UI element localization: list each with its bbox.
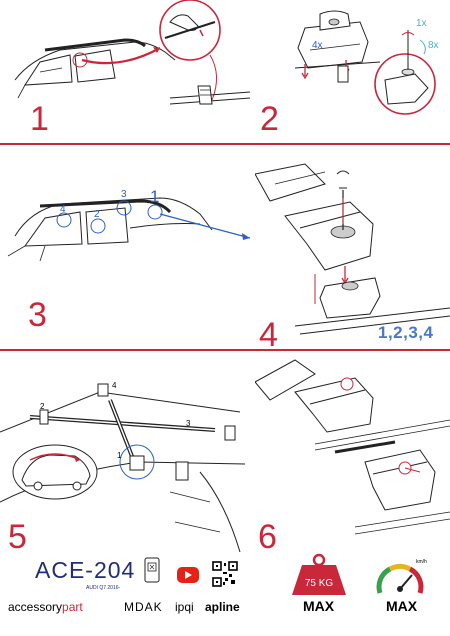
step-5-illustration: 2 4 3 1 xyxy=(0,381,246,553)
brand-accessorypart: accessorypart xyxy=(8,600,83,614)
point-2: 2 xyxy=(40,402,45,411)
step-number: 6 xyxy=(258,518,277,556)
point-1: 1 xyxy=(150,187,159,206)
speedometer-icon: km/h xyxy=(376,559,427,594)
brand-ipqi: ipqi xyxy=(175,600,194,614)
step-4-panel: 4 1,2,3,4 xyxy=(255,146,450,346)
max-speed-label: MAX xyxy=(386,598,418,614)
step-6-illustration xyxy=(255,359,450,535)
speed-unit: km/h xyxy=(416,559,427,565)
step-number: 5 xyxy=(8,518,27,556)
label-8x: 8x xyxy=(428,40,439,51)
weight-value: 75 KG xyxy=(305,578,334,589)
tightening-sequence: 1,2,3,4 xyxy=(378,323,434,342)
label-1x: 1x xyxy=(416,18,427,29)
step-2-illustration: 4x 1x 8x xyxy=(294,10,439,115)
point-2: 2 xyxy=(94,209,100,220)
step-number: 3 xyxy=(28,296,47,334)
step-6-panel: 6 xyxy=(255,352,450,562)
step-3-illustration: 4 2 3 1 xyxy=(7,187,251,262)
model-number: ACE-204 xyxy=(35,557,136,583)
step-3-panel: 4 2 3 1 3 xyxy=(0,146,260,346)
step-1-panel: 1 xyxy=(0,0,250,140)
step-number: 2 xyxy=(260,100,279,138)
point-3: 3 xyxy=(121,189,127,200)
step-1-illustration xyxy=(14,0,250,105)
footer: ACE-204 AUDI Q7 2016- accessorypart MDAK… xyxy=(0,550,450,636)
step-number: 1 xyxy=(30,100,49,138)
point-1: 1 xyxy=(117,451,122,460)
phone-scan-icon xyxy=(144,557,160,583)
section-divider xyxy=(0,349,450,351)
step-4-illustration xyxy=(255,163,450,335)
brand-accessory: accessory xyxy=(8,600,63,614)
section-divider xyxy=(0,143,450,145)
point-4: 4 xyxy=(112,381,117,390)
weight-icon: 75 KG xyxy=(292,553,346,595)
step-5-panel: 2 4 3 1 5 xyxy=(0,352,255,562)
label-4x: 4x xyxy=(312,40,323,51)
model-subtitle: AUDI Q7 2016- xyxy=(86,585,121,591)
brand-part: part xyxy=(62,600,83,614)
youtube-icon xyxy=(177,567,199,583)
point-4: 4 xyxy=(60,204,66,215)
qr-code-icon xyxy=(212,561,238,587)
brand-mdak: MDAK xyxy=(124,600,163,614)
brand-apline: apline xyxy=(205,600,240,614)
point-3: 3 xyxy=(186,419,191,428)
max-weight-label: MAX xyxy=(303,598,335,614)
step-number: 4 xyxy=(259,316,278,346)
step-2-panel: 4x 1x 8x 2 xyxy=(250,0,450,140)
